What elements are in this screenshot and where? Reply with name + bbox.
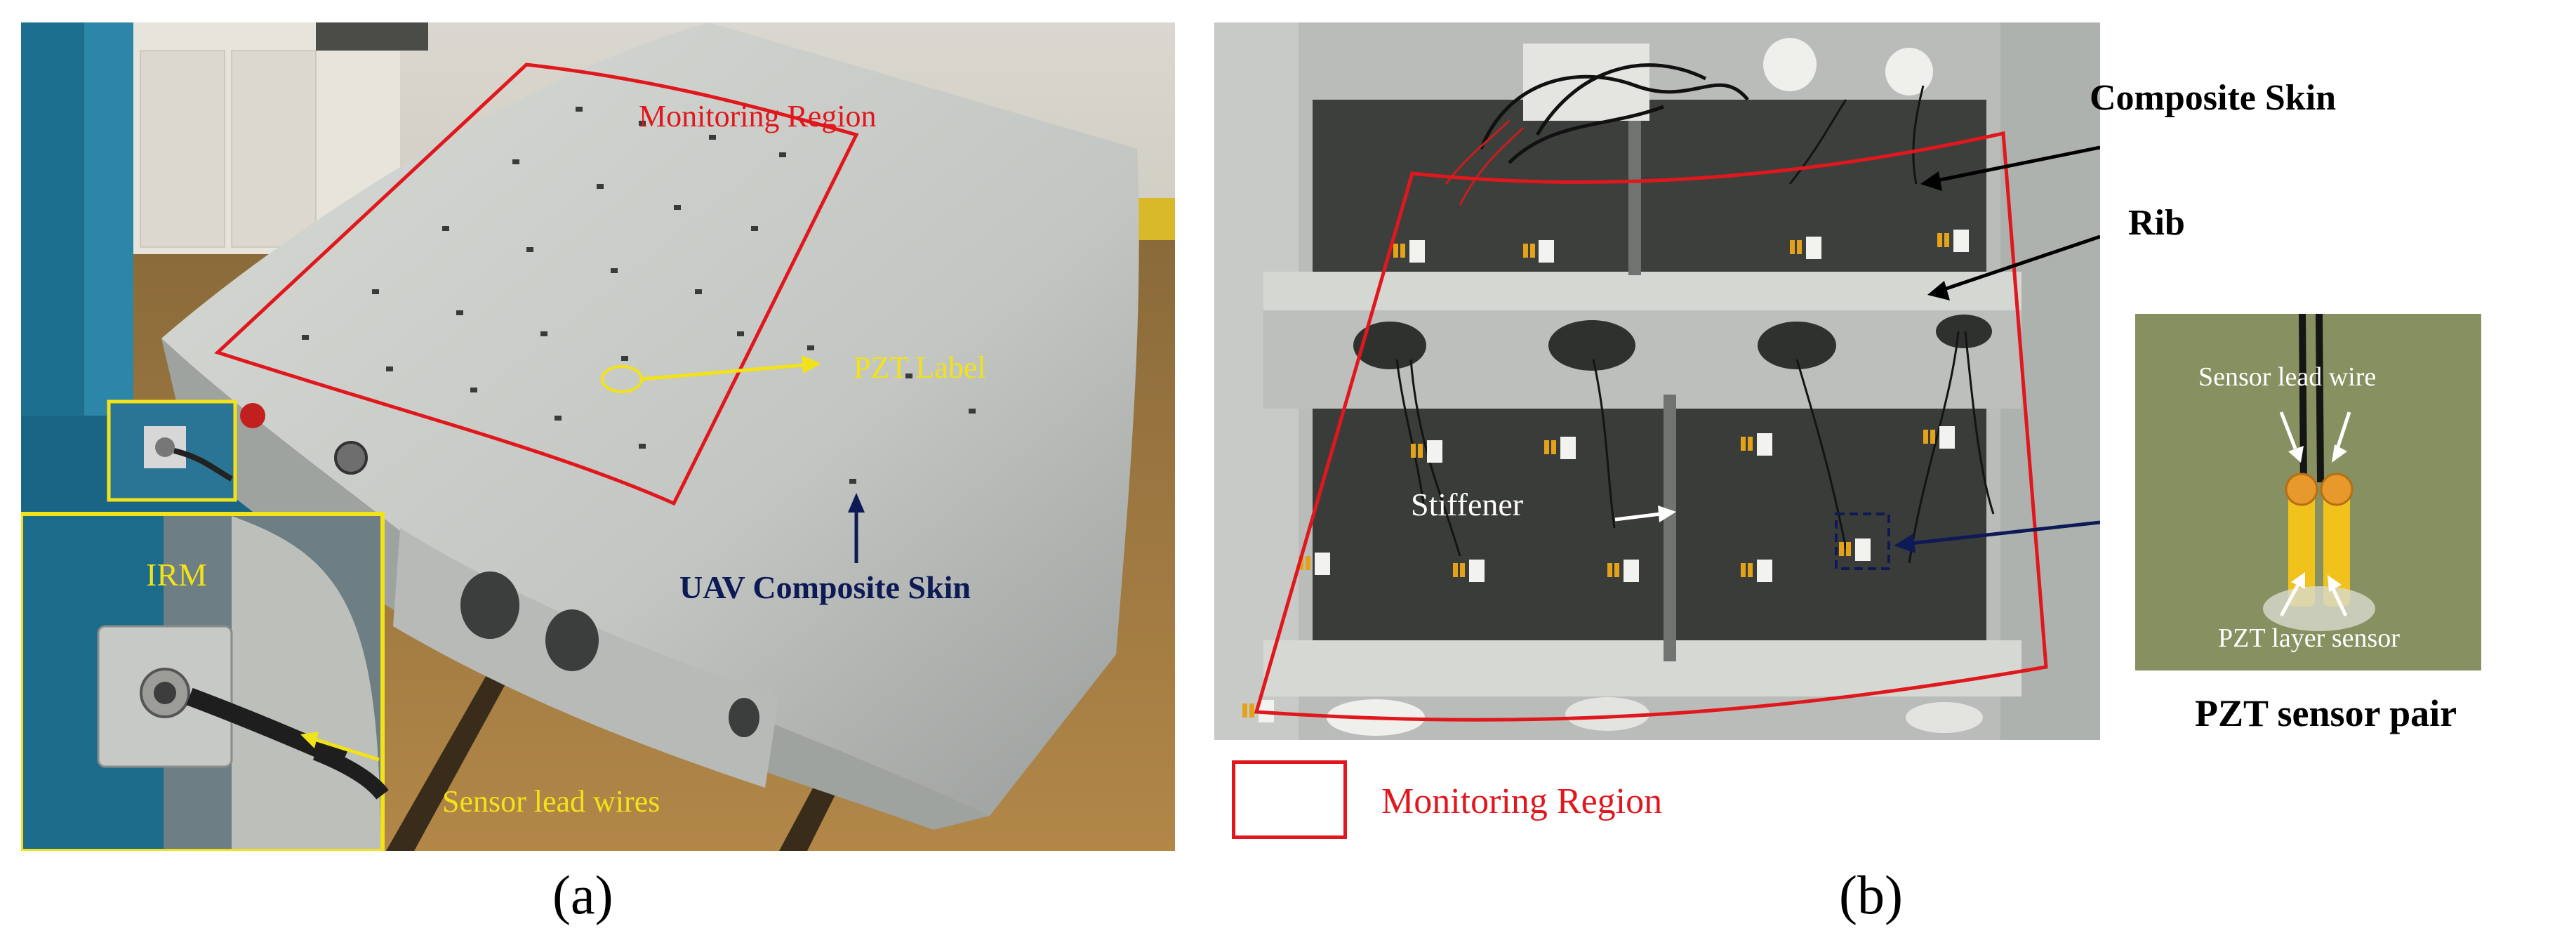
monitoring-region-outline-b [1254, 131, 2048, 722]
wing-photo-drawing [21, 22, 1175, 851]
composite-skin-label: Composite Skin [2090, 78, 2337, 118]
rib-arrow [1944, 234, 2100, 291]
stiffener-arrow [1614, 512, 1661, 522]
pzt-sensor-markers [302, 107, 976, 484]
stiffener-label: Stiffener [1411, 487, 1524, 522]
sensor-lead-wires-label: Sensor lead wires [442, 784, 660, 819]
composite-skin-arrow [1937, 145, 2100, 183]
caption-b: (b) [1839, 864, 1903, 925]
rib-label: Rib [2128, 203, 2185, 243]
irm-label: IRM [146, 557, 207, 593]
sensor-pair-pointer-arrow [1910, 520, 2100, 546]
wing-interior-drawing [1214, 22, 2100, 740]
caption-a: (a) [552, 864, 613, 925]
pzt-sensor-pair-closeup: Sensor lead wire PZT layer sensor [2135, 314, 2481, 670]
legend-monitoring-region-label: Monitoring Region [1381, 781, 1663, 821]
pzt-label-text: PZT Label [854, 350, 986, 385]
uav-composite-skin-label: UAV Composite Skin [679, 569, 971, 605]
sensor-lead-wire-label: Sensor lead wire [2198, 362, 2377, 392]
highlighted-sensor-pair-box [1835, 513, 1890, 570]
pzt-sensor-pairs-b [1242, 230, 1969, 722]
monitoring-region-outline [214, 62, 859, 506]
legend-monitoring-region-swatch [1232, 760, 1347, 839]
pzt-label-arrow [641, 363, 804, 381]
photo-wing-panel-a: Monitoring Region PZT Label UAV Composit… [21, 22, 1175, 851]
monitoring-region-label: Monitoring Region [639, 99, 877, 133]
pzt-layer-sensor-label: PZT layer sensor [2218, 623, 2400, 653]
irm-closeup-inset [21, 512, 389, 851]
pzt-sensor-pair-title: PZT sensor pair [2195, 692, 2457, 734]
pzt-sensor-pair-drawing [2135, 314, 2481, 670]
photo-wing-interior-panel-b: Stiffener [1214, 22, 2100, 740]
